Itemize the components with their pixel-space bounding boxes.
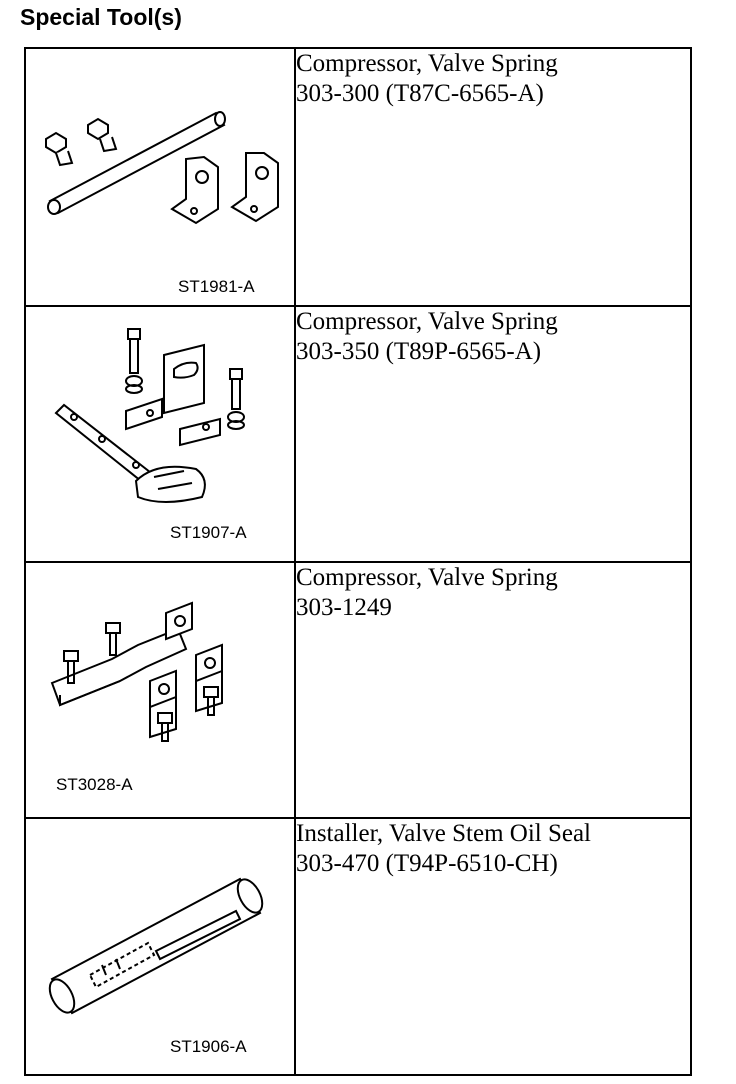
image-code: ST3028-A [56,775,133,794]
image-code: ST1907-A [170,523,247,542]
tool-illustration-cell: ST3028-A [24,561,296,819]
tool-illustration-cell: ST1981-A [24,47,296,307]
tool-illustration-cell: ST1907-A [24,305,296,563]
tool-name: Compressor, Valve Spring [296,564,558,591]
tool-name: Compressor, Valve Spring [296,50,558,77]
image-code: ST1906-A [170,1037,247,1056]
page-title: Special Tool(s) [20,4,182,30]
tool-number: 303-470 (T94P-6510-CH) [296,850,558,877]
tool-name: Installer, Valve Stem Oil Seal [296,820,592,847]
special-tools-table: ST1981-A Compressor, Valve Spring 303-30… [24,47,692,1076]
table-row: ST3028-A Compressor, Valve Spring 303-12… [24,561,692,819]
tool-number: 303-1249 [296,594,392,621]
image-code: ST1981-A [178,277,255,296]
tool-illustration-cell: ST1906-A [24,817,296,1076]
tool-number: 303-300 (T87C-6565-A) [296,80,544,107]
tool-description-cell: Compressor, Valve Spring 303-1249 [294,561,692,819]
valve-spring-compressor-lever-illustration [54,328,245,503]
valve-spring-compressor-bracket-set-illustration [50,601,223,742]
valve-stem-oil-seal-installer-illustration [48,877,264,1015]
table-row: ST1981-A Compressor, Valve Spring 303-30… [24,47,692,307]
tool-description-cell: Installer, Valve Stem Oil Seal 303-470 (… [294,817,692,1076]
valve-spring-compressor-rod-illustration [45,111,279,225]
table-row: ST1906-A Installer, Valve Stem Oil Seal … [24,817,692,1076]
tool-description-cell: Compressor, Valve Spring 303-300 (T87C-6… [294,47,692,307]
tool-number: 303-350 (T89P-6565-A) [296,338,542,365]
tool-name: Compressor, Valve Spring [296,308,558,335]
table-row: ST1907-A Compressor, Valve Spring 303-35… [24,305,692,563]
tool-description-cell: Compressor, Valve Spring 303-350 (T89P-6… [294,305,692,563]
